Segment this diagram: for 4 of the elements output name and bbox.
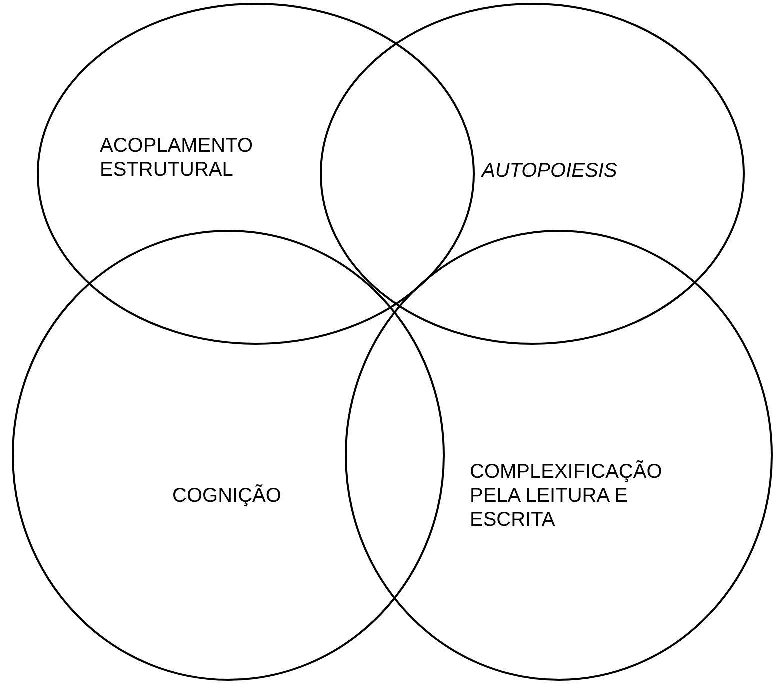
circle-label: COMPLEXIFICAÇÃO PELA LEITURA E ESCRITA bbox=[470, 460, 664, 532]
circle-label: ACOPLAMENTO ESTRUTURAL bbox=[100, 134, 254, 182]
circle-label: COGNIÇÃO bbox=[172, 484, 282, 508]
circle-label: AUTOPOIESIS bbox=[482, 159, 618, 183]
